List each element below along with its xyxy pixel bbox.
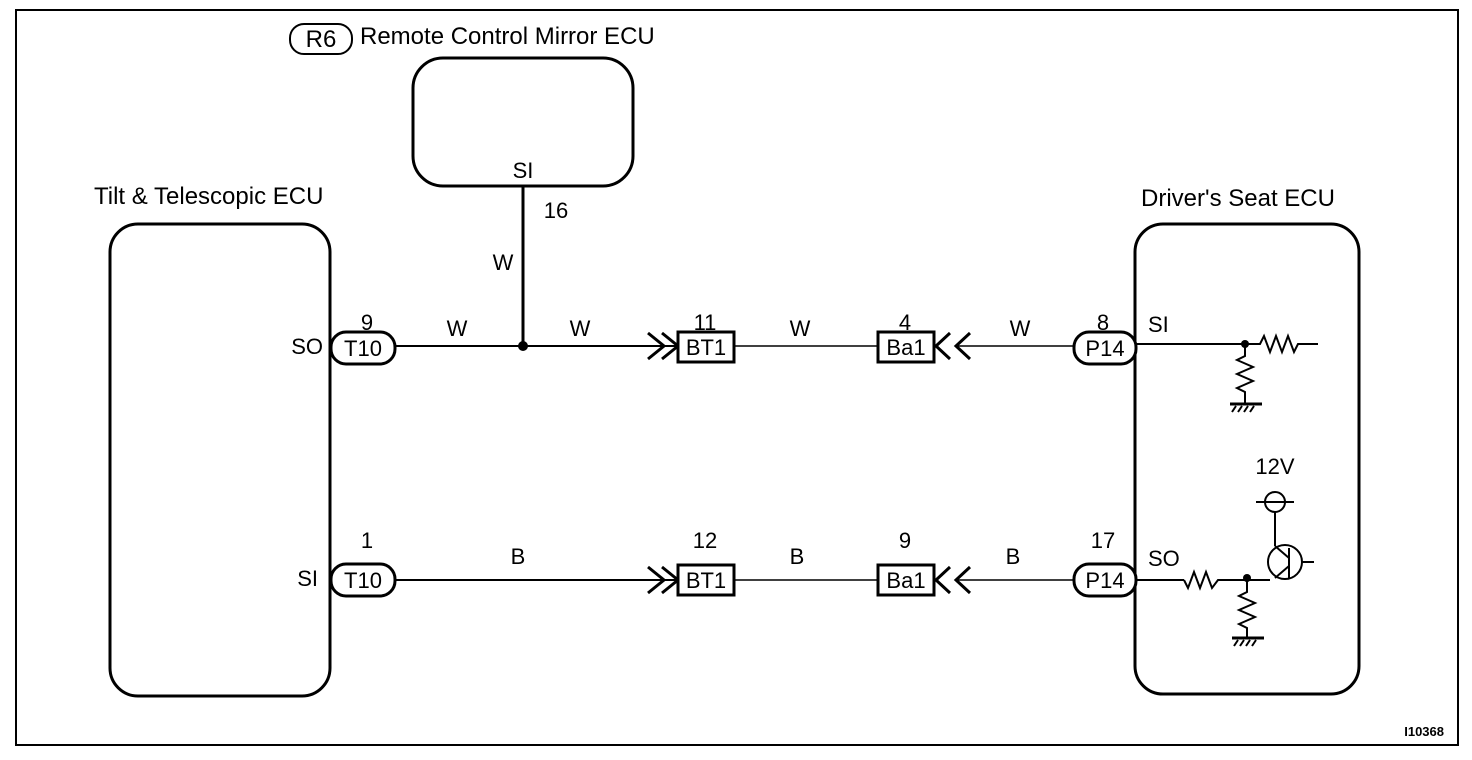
bt1-connector (676, 330, 736, 364)
t10-connector-label: T10 (344, 336, 382, 361)
t10-pin-number: 1 (361, 528, 373, 553)
wire-color: W (1010, 316, 1031, 341)
splice-junction (518, 341, 528, 351)
wire-color: B (1006, 544, 1021, 569)
tilt-ecu-title: Tilt & Telescopic ECU (94, 183, 323, 210)
p14-connector-label: P14 (1085, 336, 1124, 361)
wire-color: W (790, 316, 811, 341)
pulldown-resistor-icon (1236, 580, 1258, 638)
pulldown-resistor-icon (1234, 344, 1256, 404)
si-input-circuit (1137, 333, 1318, 413)
seat-ecu-box (1133, 222, 1361, 696)
figure-id: I10368 (1404, 724, 1444, 739)
mirror-connector-code-box (289, 23, 353, 55)
mirror-pin-number: 16 (544, 198, 568, 223)
ba1-pin-number: 9 (899, 528, 911, 553)
branch-wire-color: W (493, 250, 514, 275)
diagram-frame (15, 9, 1459, 746)
circuit-so-si: 9 T10 W W 11 BT1 W 4 Ba1 W 8 P14 (329, 310, 1138, 366)
transistor-icon (1267, 544, 1314, 580)
male-terminal-icon (647, 565, 667, 595)
t10-connector-label: T10 (344, 568, 382, 593)
wire-color: B (511, 544, 526, 569)
male-terminal-icon (953, 565, 972, 595)
p14-pin-number: 8 (1097, 310, 1109, 335)
ba1-connector (876, 563, 936, 597)
p14-pin-number: 17 (1091, 528, 1115, 553)
wire-color: W (447, 316, 468, 341)
supply-voltage-label: 12V (1255, 454, 1294, 479)
bt1-connector-label: BT1 (686, 568, 726, 593)
mirror-connector-code: R6 (306, 26, 337, 53)
t10-pin-number: 9 (361, 310, 373, 335)
male-terminal-icon (953, 331, 972, 361)
mirror-ecu: R6 Remote Control Mirror ECU SI 16 W (289, 23, 655, 346)
wire-color: B (790, 544, 805, 569)
bt1-pin-number: 11 (694, 310, 717, 335)
tilt-ecu-box (108, 222, 332, 698)
ba1-connector (876, 330, 936, 364)
circuit-si-so: 1 T10 B 12 BT1 B 9 Ba1 B 17 P14 (329, 528, 1138, 598)
so-output-circuit: 12V (1137, 454, 1314, 647)
series-resistor-icon (1183, 569, 1270, 591)
ba1-pin-number: 4 (899, 310, 911, 335)
p14-connector (1072, 562, 1138, 598)
tilt-terminal-si: SI (297, 566, 318, 591)
ground-icon (1232, 636, 1264, 647)
p14-connector-label: P14 (1085, 568, 1124, 593)
bt1-pin-number: 12 (693, 528, 717, 553)
junction-dot (1243, 574, 1251, 582)
mirror-terminal-si: SI (513, 158, 534, 183)
drivers-seat-ecu: Driver's Seat ECU SI SO 12V (1133, 185, 1361, 696)
pullup-resistor-icon (1245, 333, 1318, 355)
t10-connector (329, 330, 397, 366)
ba1-connector-label: Ba1 (886, 568, 925, 593)
mirror-ecu-title: Remote Control Mirror ECU (360, 23, 655, 50)
ba1-connector-label: Ba1 (886, 335, 925, 360)
female-terminal-icon (933, 565, 952, 595)
male-terminal-icon (647, 331, 667, 361)
seat-ecu-title: Driver's Seat ECU (1141, 185, 1335, 212)
tilt-terminal-so: SO (291, 334, 323, 359)
bt1-connector-label: BT1 (686, 335, 726, 360)
seat-terminal-so: SO (1148, 546, 1180, 571)
female-terminal-icon (933, 331, 952, 361)
tilt-telescopic-ecu: Tilt & Telescopic ECU SO SI (94, 183, 332, 698)
p14-connector (1072, 330, 1138, 366)
seat-terminal-si: SI (1148, 312, 1169, 337)
wire-color: W (570, 316, 591, 341)
ground-icon (1230, 402, 1262, 413)
